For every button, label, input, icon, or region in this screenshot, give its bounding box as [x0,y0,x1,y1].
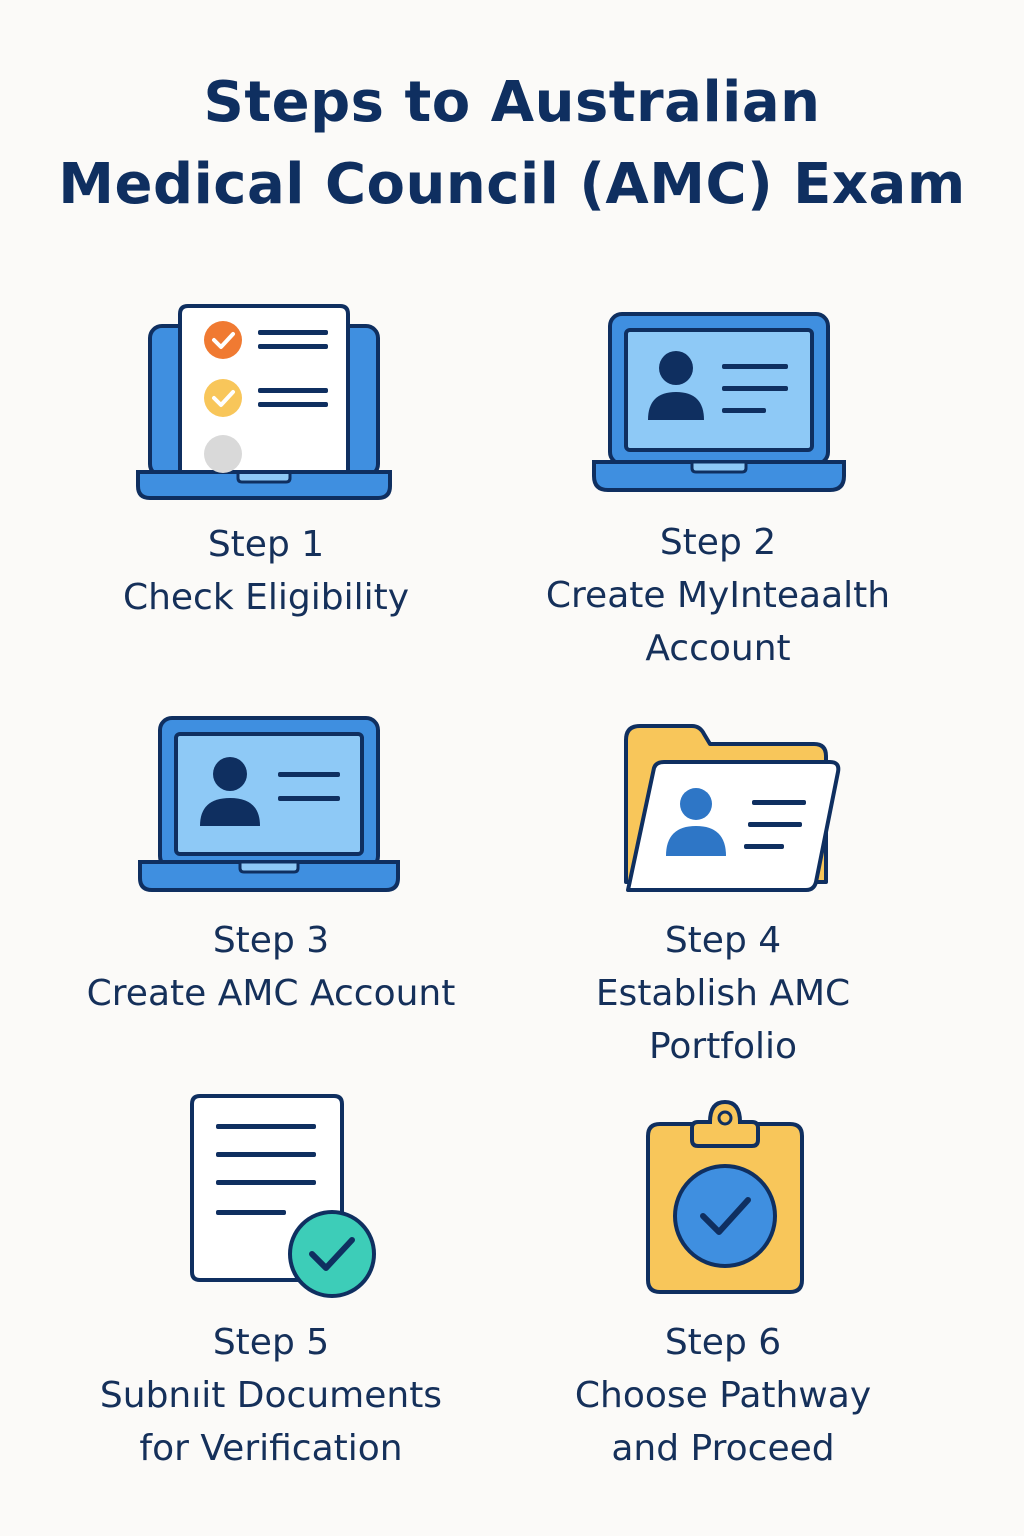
step-label: Create AMC Account [86,973,456,1014]
laptop-checklist-icon [136,304,392,500]
page-title: Steps to Australian Medical Council (AMC… [0,62,1024,226]
step-label: Account [645,628,791,669]
step-label: Portfolio [648,1026,798,1067]
step-label: and Proceed [611,1428,835,1469]
laptop-profile-icon [138,716,400,892]
step-2-text: Step 2 Create MyInteaalth Account [518,516,918,675]
step-number: Step 6 [664,1322,782,1363]
document-check-icon [190,1094,376,1298]
step-4-text: Step 4 Establish AMC Portfolio [518,914,928,1073]
step-number: Step 4 [664,920,782,961]
step-number: Step 3 [212,920,330,961]
step-label: Create MyInteaalth [545,575,891,616]
step-label: Choose Pathway [574,1375,872,1416]
folder-profile-icon [624,724,841,892]
laptop-profile-icon [592,312,846,492]
step-label: Subnıit Documents [99,1375,443,1416]
step-1-text: Step 1 Check Eligibility [66,518,466,624]
step-label: for Verification [139,1428,403,1469]
step-label: Establish AMC [595,973,851,1014]
title-line-1: Steps to Australian [203,70,821,135]
title-line-2: Medical Council (AMC) Exam [58,152,966,217]
step-number: Step 1 [207,524,325,565]
step-number: Step 2 [659,522,777,563]
step-3-text: Step 3 Create AMC Account [66,914,476,1020]
step-label: Check Eligibility [122,577,410,618]
step-number: Step 5 [212,1322,330,1363]
clipboard-check-icon [646,1099,804,1294]
step-5-text: Step 5 Subnıit Documents for Verificatio… [66,1316,476,1475]
step-6-text: Step 6 Choose Pathway and Proceed [518,1316,928,1475]
